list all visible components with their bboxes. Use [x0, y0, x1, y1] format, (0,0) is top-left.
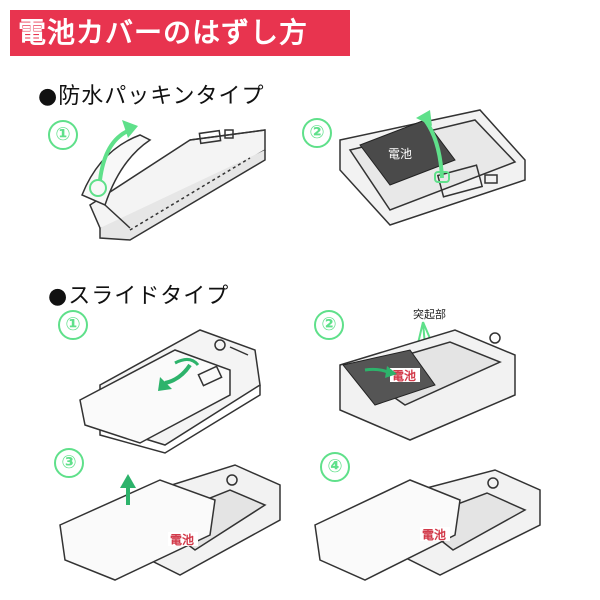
battery-label-slide-4: 電池: [422, 527, 446, 542]
waterproof-step1-illustration: [81, 120, 266, 241]
waterproof-step2-illustration: 電池: [339, 109, 526, 226]
slide-step-1-number: ①: [58, 310, 88, 340]
slide-step1-illustration: [79, 329, 261, 454]
page-title: 電池カバーのはずし方: [10, 10, 350, 56]
slide-step4-illustration: 電池: [314, 469, 541, 581]
slide-step2-illustration: 突起部 電池: [339, 307, 516, 441]
slide-step3-illustration: 電池: [59, 464, 281, 581]
slide-step-2-number: ②: [314, 310, 344, 340]
battery-label-waterproof: 電池: [388, 147, 412, 161]
section-heading-slide: ●スライドタイプ: [48, 284, 230, 309]
step-1-number: ①: [48, 120, 78, 150]
battery-label-slide-3: 電池: [170, 532, 194, 547]
step-2-number: ②: [302, 118, 332, 148]
battery-label-slide-2: 電池: [392, 368, 416, 383]
protrusion-label: 突起部: [413, 307, 446, 321]
slide-step-4-number: ④: [320, 452, 350, 482]
section-heading-waterproof: ●防水パッキンタイプ: [38, 84, 265, 109]
slide-step-3-number: ③: [54, 448, 84, 478]
